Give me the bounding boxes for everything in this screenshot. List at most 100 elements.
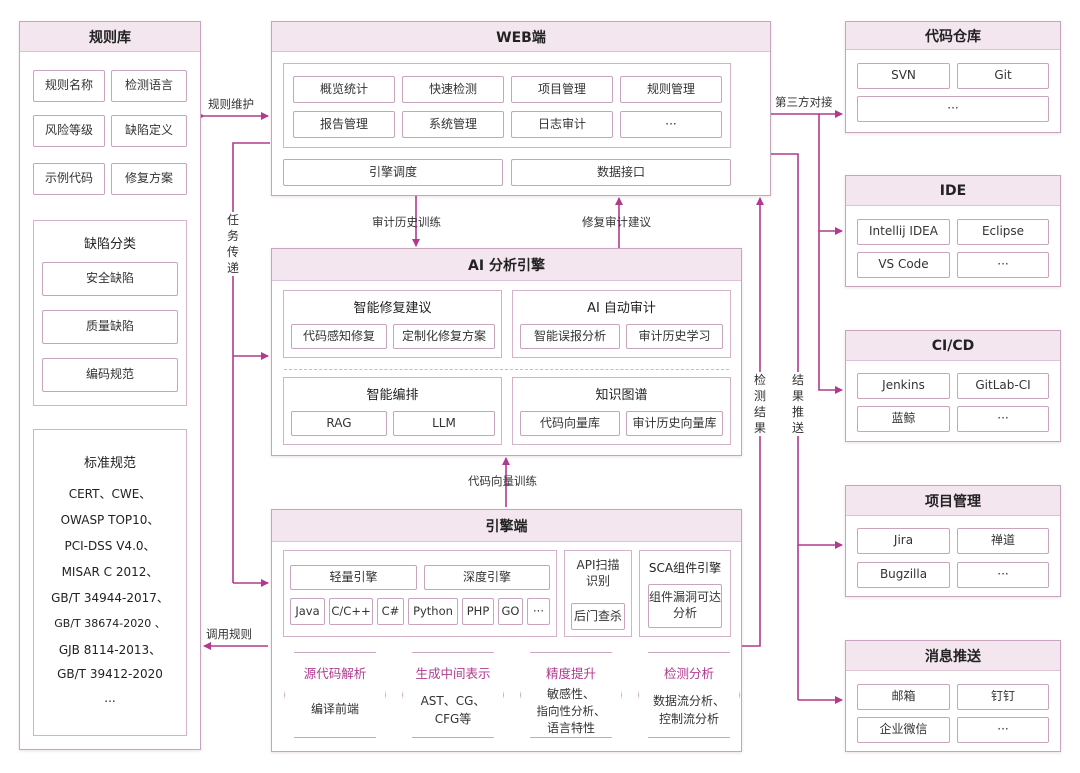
defect-category-title: 缺陷分类 [83,237,136,252]
ai-code-vector-db[interactable]: 代码向量库 [520,411,620,436]
lang-php[interactable]: PHP [462,598,494,625]
engine-deep[interactable]: 深度引擎 [424,565,550,590]
flow-source-parse-title: 源代码解析 [303,666,367,681]
msg-more[interactable]: ··· [957,717,1049,743]
engine-light[interactable]: 轻量引擎 [290,565,417,590]
flow-detect-title: 检测分析 [663,666,714,681]
rule-item-risk[interactable]: 风险等级 [33,115,105,147]
pm-jira[interactable]: Jira [857,528,950,554]
standard-item: MISAR C 2012、 [61,565,159,579]
pm-zentao[interactable]: 禅道 [957,528,1049,554]
label-fix-audit: 修复审计建议 [582,215,651,229]
ai-custom-fix[interactable]: 定制化修复方案 [393,324,495,349]
flow-precision-title: 精度提升 [545,666,596,681]
web-quick-detect[interactable]: 快速检测 [402,76,504,103]
engine-backdoor[interactable]: 后门查杀 [571,603,625,630]
label-task-pass: 任务传递 [226,212,240,276]
ide-vscode[interactable]: VS Code [857,252,950,278]
msg-wecom[interactable]: 企业微信 [857,717,950,743]
flow-detect: 检测分析 数据流分析、 控制流分析 [638,652,740,738]
ai-code-aware-fix[interactable]: 代码感知修复 [291,324,387,349]
web-rule-mgmt[interactable]: 规则管理 [620,76,722,103]
standard-item: GB/T 39412-2020 [57,667,163,681]
label-call-rules: 调用规则 [206,627,252,641]
ai-rag[interactable]: RAG [291,411,387,436]
label-rule-maintain: 规则维护 [208,97,254,111]
engine-api-scan[interactable]: API扫描识别 [571,555,625,593]
code-repo-title: 代码仓库 [846,22,1060,50]
rule-item-language[interactable]: 检测语言 [111,70,187,102]
repo-git[interactable]: Git [957,63,1049,89]
web-title: WEB端 [272,22,770,52]
lang-cpp[interactable]: C/C++ [329,598,373,625]
standard-item: ... [104,691,116,705]
msg-email[interactable]: 邮箱 [857,684,950,710]
web-project-mgmt[interactable]: 项目管理 [511,76,613,103]
ai-llm[interactable]: LLM [393,411,495,436]
cicd-bluewhale[interactable]: 蓝鲸 [857,406,950,432]
lang-go[interactable]: GO [498,598,523,625]
lang-more[interactable]: ··· [527,598,550,625]
flow-ir-gen-body: CFG等 [434,712,472,726]
cicd-gitlab[interactable]: GitLab-CI [957,373,1049,399]
ai-audit-title: AI 自动审计 [587,301,656,316]
lang-python[interactable]: Python [408,598,458,625]
flow-precision-body: 语言特性 [546,721,595,735]
sca-reachability[interactable]: 组件漏洞可达分析 [648,584,722,628]
standard-item: GB/T 38674-2020 、 [54,617,166,630]
detect-result-line [742,197,764,647]
ai-orchestration-title: 智能编排 [366,388,419,403]
web-overview[interactable]: 概览统计 [293,76,395,103]
flow-ir-gen-body: AST、CG、 [420,694,486,708]
label-detect-result: 检测结果 [753,372,767,436]
rule-item-fix[interactable]: 修复方案 [111,163,187,195]
rule-item-example[interactable]: 示例代码 [33,163,105,195]
repo-more[interactable]: ··· [857,96,1049,122]
web-data-interface[interactable]: 数据接口 [511,159,731,186]
ide-more[interactable]: ··· [957,252,1049,278]
defect-quality[interactable]: 质量缺陷 [42,310,178,344]
flow-source-parse: 源代码解析 编译前端 [284,652,386,738]
label-code-vec-train: 代码向量训练 [468,474,537,488]
lang-csharp[interactable]: C# [377,598,404,625]
rule-item-defect[interactable]: 缺陷定义 [111,115,187,147]
ai-false-positive[interactable]: 智能误报分析 [520,324,620,349]
flow-ir-gen: 生成中间表示 AST、CG、 CFG等 [402,652,504,738]
ai-audit-vector-db[interactable]: 审计历史向量库 [626,411,723,436]
defect-coding[interactable]: 编码规范 [42,358,178,392]
web-engine-scheduling[interactable]: 引擎调度 [283,159,503,186]
ai-knowledge-graph-title: 知识图谱 [595,388,648,403]
cicd-more[interactable]: ··· [957,406,1049,432]
standards-panel: 标准规范 CERT、CWE、 OWASP TOP10、 PCI-DSS V4.0… [33,429,187,736]
cicd-title: CI/CD [846,331,1060,361]
flow-precision: 精度提升 敏感性、 指向性分析、 语言特性 [520,652,622,738]
cicd-jenkins[interactable]: Jenkins [857,373,950,399]
standard-item: CERT、CWE、 [68,487,152,501]
defect-security[interactable]: 安全缺陷 [42,262,178,296]
ai-audit-history[interactable]: 审计历史学习 [626,324,723,349]
ai-divider [284,369,729,370]
rules-library-title: 规则库 [20,22,200,52]
web-more[interactable]: ··· [620,111,722,138]
ide-title: IDE [846,176,1060,206]
msg-title: 消息推送 [846,641,1060,671]
ide-intellij[interactable]: Intellij IDEA [857,219,950,245]
standard-item: GJB 8114-2013、 [58,643,162,657]
lang-java[interactable]: Java [290,598,325,625]
pm-bugzilla[interactable]: Bugzilla [857,562,950,588]
web-log-audit[interactable]: 日志审计 [511,111,613,138]
ide-eclipse[interactable]: Eclipse [957,219,1049,245]
standard-item: OWASP TOP10、 [60,513,160,527]
pm-more[interactable]: ··· [957,562,1049,588]
flow-precision-body: 指向性分析、 [536,704,606,718]
web-report-mgmt[interactable]: 报告管理 [293,111,395,138]
rule-item-name[interactable]: 规则名称 [33,70,105,102]
standard-item: PCI-DSS V4.0、 [64,539,156,553]
repo-svn[interactable]: SVN [857,63,950,89]
msg-dingtalk[interactable]: 钉钉 [957,684,1049,710]
flow-source-parse-body: 编译前端 [310,702,359,716]
web-system-mgmt[interactable]: 系统管理 [402,111,504,138]
sca-title: SCA组件引擎 [648,561,722,575]
label-result-push: 结果推送 [791,372,805,436]
